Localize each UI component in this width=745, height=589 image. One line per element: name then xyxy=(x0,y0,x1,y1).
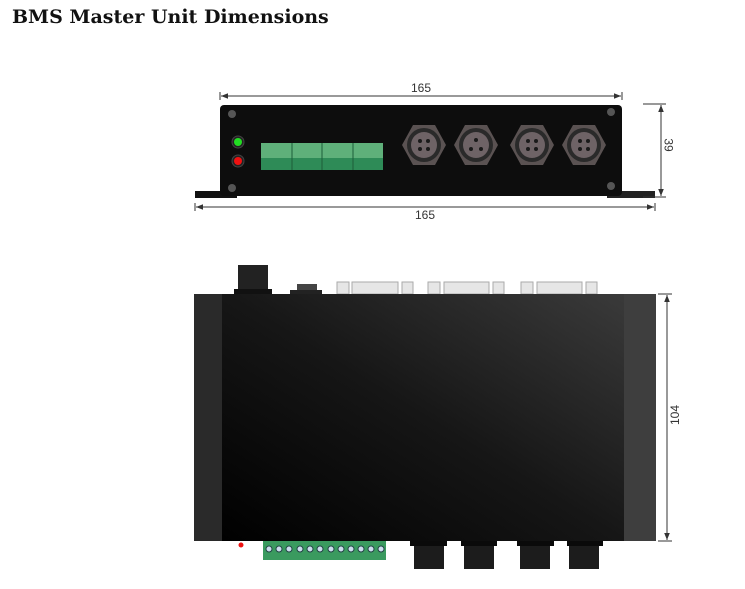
led-red-icon xyxy=(234,157,242,165)
right-mount-foot xyxy=(607,191,655,198)
front-view xyxy=(194,92,666,211)
terminal-block xyxy=(261,143,383,170)
front-height-label: 39 xyxy=(661,138,676,152)
power-knob xyxy=(238,265,268,292)
page-title: BMS Master Unit Dimensions xyxy=(12,6,329,28)
top-depth-label: 104 xyxy=(668,404,683,426)
screw-icons xyxy=(228,108,615,192)
db-connectors xyxy=(336,281,598,295)
depth-dimension-line xyxy=(658,293,672,542)
front-width-bottom-label: 165 xyxy=(415,208,436,222)
led-green-icon xyxy=(234,138,242,146)
front-dimension-lines xyxy=(194,92,666,211)
bottom-terminal-block xyxy=(263,541,386,560)
bottom-connectors xyxy=(410,541,603,569)
left-mount-foot xyxy=(195,191,237,198)
top-view xyxy=(194,265,672,569)
circular-connectors xyxy=(402,125,606,165)
front-width-top-label: 165 xyxy=(411,81,432,95)
